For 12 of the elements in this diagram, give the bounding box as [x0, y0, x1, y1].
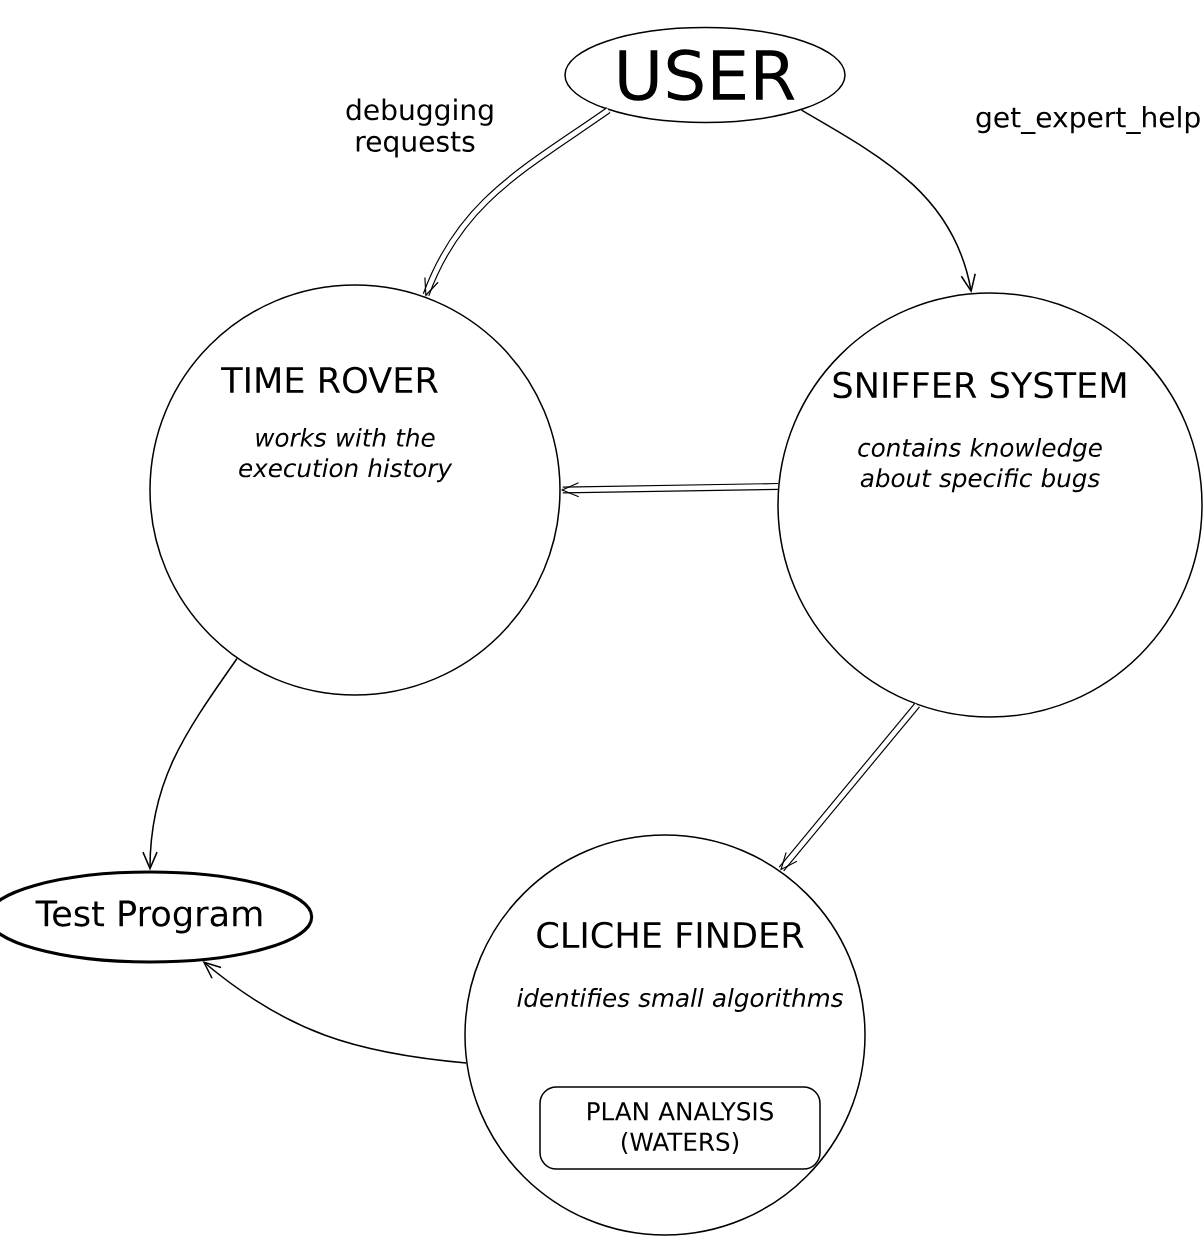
arrow: [560, 482, 779, 498]
edge-label: get_expert_help: [972, 103, 1200, 137]
edge-label: debugging requests: [342, 96, 493, 160]
arrow: [800, 109, 976, 294]
rounded-box: PLAN ANALYSIS (WATERS): [539, 1086, 821, 1170]
circle-node: TIME ROVER works with the execution history: [149, 284, 561, 696]
arrow: [422, 107, 611, 297]
arrow: [142, 657, 238, 871]
arrow: [202, 961, 467, 1064]
ellipse-node: USER: [564, 26, 846, 124]
arrow: [778, 702, 920, 872]
circle-node: SNIFFER SYSTEM contains knowledge about specific bugs: [777, 292, 1203, 718]
